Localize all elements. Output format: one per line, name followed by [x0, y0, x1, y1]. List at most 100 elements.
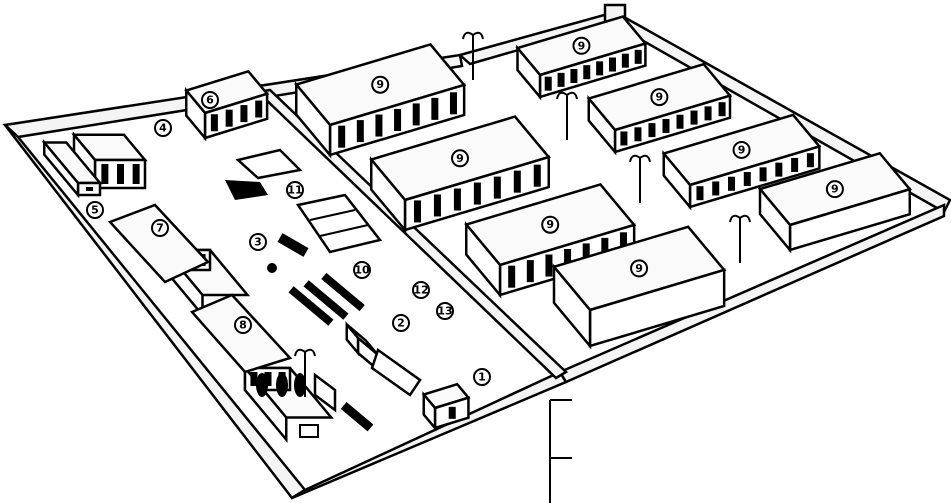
window — [791, 157, 799, 172]
stand — [225, 180, 268, 200]
table — [299, 424, 319, 438]
window — [775, 162, 783, 177]
window — [413, 200, 421, 223]
svg-text:9: 9 — [456, 152, 464, 165]
label-barracks: 9 — [371, 75, 390, 94]
window — [557, 72, 565, 87]
window — [493, 176, 501, 199]
outside-post — [549, 399, 572, 503]
window — [634, 127, 642, 142]
window — [601, 237, 609, 260]
barracks-5: 9 — [661, 113, 822, 211]
window — [433, 194, 441, 217]
barracks-8: 9 — [551, 225, 727, 350]
label-bench: 3 — [249, 233, 267, 251]
barracks-1: 9 — [294, 43, 467, 159]
svg-text:9: 9 — [578, 39, 586, 52]
window — [712, 181, 720, 196]
label-hq: 4 — [154, 119, 172, 137]
svg-text:11: 11 — [287, 184, 302, 197]
window — [676, 114, 684, 129]
tree — [294, 373, 306, 397]
svg-text:9: 9 — [546, 218, 554, 231]
svg-text:9: 9 — [831, 183, 839, 196]
parade-ground — [235, 148, 383, 254]
window — [648, 123, 656, 138]
window — [704, 106, 712, 121]
window — [743, 172, 751, 187]
window — [526, 260, 534, 283]
label-pole-a: 12 — [412, 281, 430, 299]
left-building-roof — [107, 203, 211, 284]
svg-text:7: 7 — [156, 222, 164, 235]
window — [533, 164, 541, 187]
svg-text:9: 9 — [376, 78, 384, 91]
parallel-bars — [288, 272, 365, 326]
window — [582, 243, 590, 266]
window — [564, 248, 572, 271]
label-barracks: 9 — [450, 149, 469, 168]
window — [338, 125, 346, 148]
svg-text:13: 13 — [437, 305, 452, 318]
window — [412, 103, 420, 126]
window — [621, 53, 629, 68]
barracks-7: 9 — [757, 151, 912, 254]
window — [545, 254, 553, 277]
window — [86, 187, 93, 191]
window — [210, 114, 218, 132]
top-building: 6 — [184, 69, 270, 142]
bench — [277, 233, 309, 257]
label-barracks: 9 — [630, 259, 649, 278]
window — [634, 49, 642, 64]
window — [508, 265, 516, 288]
svg-text:1: 1 — [478, 371, 486, 384]
barracks-6: 9 — [464, 183, 637, 299]
window — [264, 372, 272, 386]
window — [255, 100, 263, 118]
lamp-post — [729, 214, 751, 263]
post — [267, 263, 277, 273]
tree — [256, 373, 268, 397]
label-barracks: 9 — [650, 88, 669, 107]
guardhouse — [421, 382, 471, 432]
window — [806, 153, 814, 168]
svg-text:12: 12 — [413, 284, 428, 297]
svg-text:8: 8 — [239, 319, 247, 332]
svg-text:9: 9 — [656, 91, 664, 104]
window — [473, 182, 481, 205]
label-guardhouse: 1 — [473, 368, 491, 386]
window — [728, 176, 736, 191]
window — [513, 170, 521, 193]
vehicle-bed — [370, 347, 422, 397]
svg-text:9: 9 — [635, 262, 643, 275]
window — [225, 109, 233, 127]
svg-text:9: 9 — [738, 143, 746, 156]
lamp-post — [629, 154, 651, 203]
window — [596, 61, 604, 76]
barracks-2: 9 — [515, 15, 648, 101]
label-pole-b: 13 — [436, 302, 454, 320]
svg-text:10: 10 — [354, 264, 370, 277]
window — [448, 406, 456, 419]
lamp-post — [462, 31, 484, 80]
window — [662, 118, 670, 133]
window — [620, 131, 628, 146]
label-barracks: 9 — [732, 140, 751, 159]
window — [759, 167, 767, 182]
label-vehicle: 2 — [392, 314, 410, 332]
label-building-left: 7 — [151, 219, 169, 237]
label-building-lower: 8 — [234, 316, 252, 334]
window — [449, 92, 457, 115]
window — [619, 232, 627, 255]
window — [240, 105, 248, 123]
window — [394, 108, 402, 131]
window — [101, 164, 109, 184]
label-barracks: 9 — [572, 36, 591, 55]
bench — [340, 402, 374, 432]
window — [117, 164, 124, 184]
lamp-post — [294, 348, 316, 397]
window — [608, 57, 616, 72]
svg-text:2: 2 — [397, 317, 405, 330]
window — [583, 65, 591, 80]
